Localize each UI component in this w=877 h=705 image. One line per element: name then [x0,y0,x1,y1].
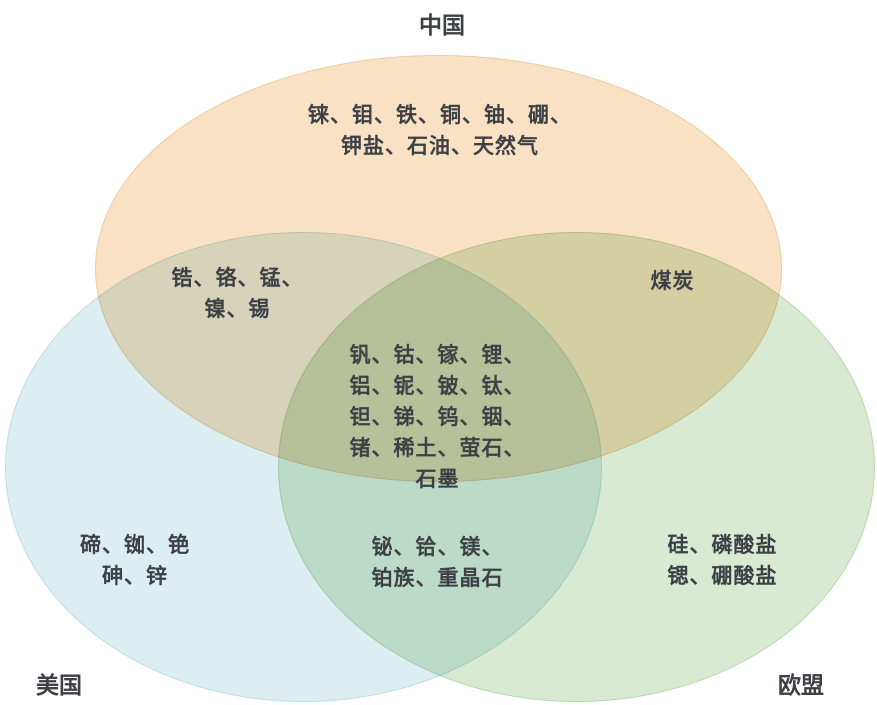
region-line: 碲、铷、铯 [80,533,190,557]
region-line: 镍、锡 [204,297,271,321]
region-china-eu-text: 煤炭 [615,266,730,297]
china-label: 中国 [419,13,465,39]
region-line: 铂族、重晶石 [371,566,504,590]
region-line: 钽、锑、钨、铟、 [349,405,526,429]
region-line: 煤炭 [650,269,695,293]
region-china-usa-text: 锆、铬、锰、 镍、锡 [135,263,340,325]
region-line: 钾盐、石油、天然气 [341,134,539,158]
region-all-three-text: 钒、钴、镓、锂、 铝、铌、铍、钛、 钽、锑、钨、铟、 锗、稀土、萤石、 石墨 [315,340,560,495]
eu-label: 欧盟 [778,673,824,699]
usa-label: 美国 [36,673,82,699]
region-usa-eu-text: 铋、铪、镁、 铂族、重晶石 [335,532,540,594]
region-line: 砷、锌 [102,564,168,588]
eu-circle [278,232,875,702]
region-line: 钒、钴、镓、锂、 [349,343,526,367]
region-line: 锗、稀土、萤石、 [349,436,526,460]
region-line: 铋、铪、镁、 [371,535,504,559]
region-line: 锶、硼酸盐 [667,564,778,588]
region-china-only-text: 铼、钼、铁、铜、铀、硼、 钾盐、石油、天然气 [225,100,655,162]
region-line: 锆、铬、锰、 [171,266,304,290]
region-eu-only-text: 硅、磷酸盐 锶、硼酸盐 [630,530,815,592]
region-line: 铼、钼、铁、铜、铀、硼、 [308,103,572,127]
region-line: 铝、铌、铍、钛、 [349,374,526,398]
region-line: 石墨 [415,467,460,491]
region-usa-only-text: 碲、铷、铯 砷、锌 [45,530,225,592]
region-line: 硅、磷酸盐 [667,533,778,557]
